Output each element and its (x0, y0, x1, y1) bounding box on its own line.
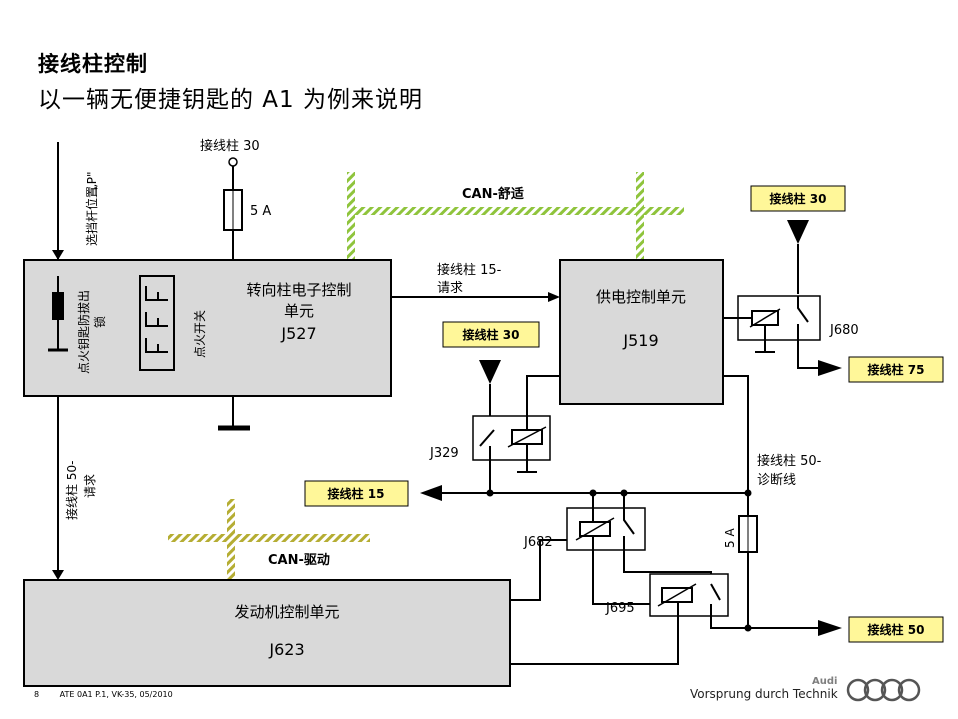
fuse-top-label: 5 A (250, 204, 271, 219)
relay-j695-label: J695 (605, 601, 635, 616)
j519-name: 供电控制单元 (596, 288, 686, 306)
can-drive-label: CAN-驱动 (268, 553, 330, 568)
j527-code: J527 (280, 324, 316, 343)
fuse-right-label: 5 A (723, 528, 737, 548)
box-terminal-30-mid-text: 接线柱 30 (463, 327, 520, 342)
j519-code: J519 (622, 331, 658, 350)
box-terminal-30-right-text: 接线柱 30 (770, 191, 827, 206)
j623-code: J623 (268, 640, 304, 659)
module-j623 (23, 579, 511, 687)
footer-meta: 8 ATE 0A1 P.1, VK-35, 05/2010 (34, 690, 191, 699)
terminal-30-top-node (228, 157, 238, 167)
req50-label-1: 接线柱 50- (64, 461, 79, 520)
box-terminal-50: 接线柱 50 (848, 616, 944, 643)
ignition-switch-label: 点火开关 (193, 310, 207, 358)
box-terminal-15: 接线柱 15 (304, 480, 409, 507)
can-comfort-label: CAN-舒适 (462, 186, 524, 202)
brand-slogan: Vorsprung durch Technik (690, 687, 838, 701)
j623-name: 发动机控制单元 (234, 603, 339, 621)
relay-j329-label: J329 (429, 446, 459, 461)
terminal-30-right-arrow-icon (787, 220, 809, 244)
gear-lever-label-2: „P" (85, 171, 99, 190)
req50-label-2: 请求 (83, 474, 97, 498)
key-lock-label-2: 锁 (92, 316, 107, 328)
box-terminal-75-text: 接线柱 75 (868, 362, 925, 377)
j527-name-line1: 转向柱电子控制 (246, 281, 351, 299)
relay-j680-label: J680 (829, 323, 859, 338)
j527-name-line2: 单元 (284, 302, 314, 320)
relay-j682-label: J682 (523, 535, 553, 550)
page-title: 接线柱控制 (38, 52, 148, 76)
terminal-30-mid-arrow-icon (479, 360, 501, 384)
terminal-30-top-label: 接线柱 30 (200, 138, 260, 154)
box-terminal-75: 接线柱 75 (848, 356, 944, 383)
box-terminal-50-text: 接线柱 50 (868, 622, 925, 637)
req15-label-1: 接线柱 15- (437, 262, 502, 278)
box-terminal-30-right: 接线柱 30 (750, 185, 846, 212)
brand-name: Audi (812, 676, 838, 687)
audi-rings-logo (846, 678, 921, 702)
module-j527 (23, 259, 392, 397)
diag50-label-2: 诊断线 (757, 473, 796, 488)
box-terminal-15-text: 接线柱 15 (328, 486, 385, 501)
gear-lever-label-1: 选挡杆位置 (84, 186, 99, 246)
ignition-switch-icon (139, 275, 175, 371)
diag50-label-1: 接线柱 50- (757, 453, 822, 469)
module-j519 (559, 259, 724, 405)
box-terminal-30-mid: 接线柱 30 (442, 321, 540, 348)
can-drive-bus (168, 499, 370, 581)
can-comfort-bus (347, 172, 684, 260)
key-lock-label-1: 点火钥匙防拔出 (76, 290, 91, 374)
ignition-key-lock-icon (48, 276, 68, 352)
doc-reference: ATE 0A1 P.1, VK-35, 05/2010 (59, 690, 173, 699)
page-subtitle: 以一辆无便捷钥匙的 A1 为例来说明 (38, 87, 423, 113)
req15-label-2: 请求 (437, 281, 463, 296)
page-number: 8 (34, 690, 40, 699)
